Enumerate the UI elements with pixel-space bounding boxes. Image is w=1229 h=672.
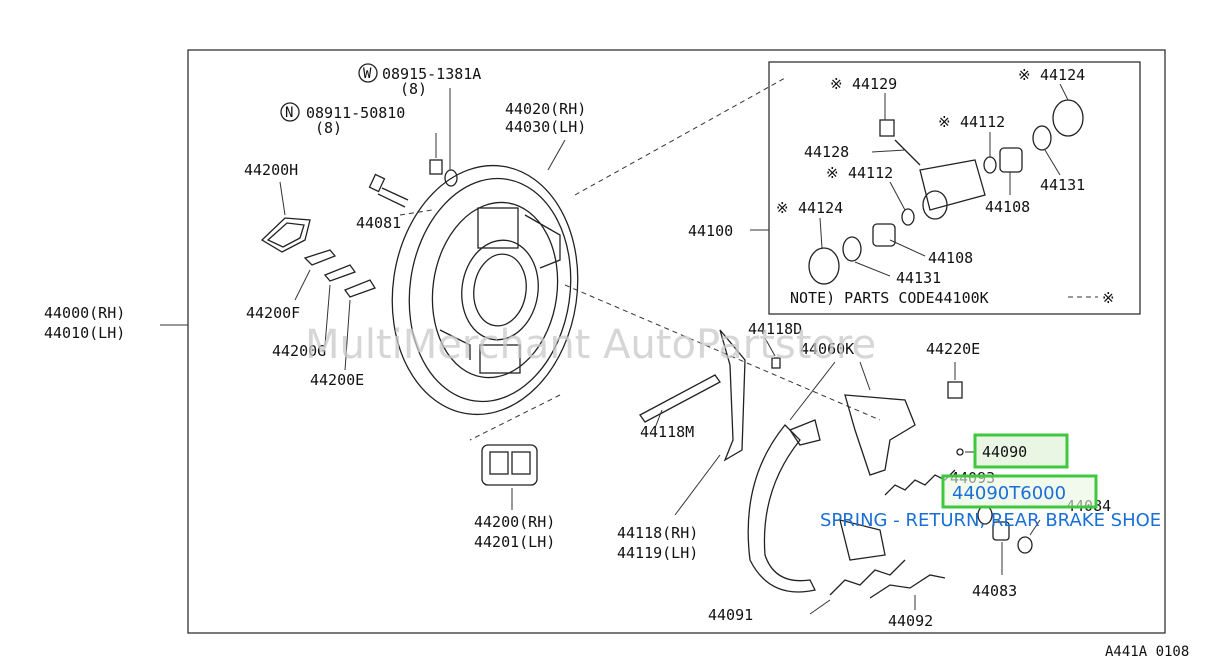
leader-44060k-a	[789, 361, 836, 421]
label-08911[interactable]: 08911-50810	[306, 104, 405, 122]
leader-44108b	[889, 239, 926, 257]
leader-44084	[1029, 519, 1041, 536]
label-44010[interactable]: 44010(LH)	[44, 324, 125, 342]
label-44131a[interactable]: 44131	[1040, 176, 1085, 194]
label-44124b[interactable]: 44124	[798, 199, 843, 217]
leader-44128	[871, 149, 906, 153]
label-44129[interactable]: 44129	[852, 75, 897, 93]
leader-44060k-b	[859, 361, 871, 391]
leader-44124a	[1059, 83, 1069, 101]
label-08915-qty: (8)	[400, 80, 427, 98]
gasket-44200h-drawing	[260, 217, 311, 253]
label-44201[interactable]: 44201(LH)	[474, 533, 555, 551]
leader-44118m	[654, 409, 663, 429]
label-44124a[interactable]: 44124	[1040, 66, 1085, 84]
label-08911-qty: (8)	[315, 119, 342, 137]
link-44118m-drawing	[639, 374, 721, 423]
label-44100[interactable]: 44100	[688, 222, 733, 240]
label-44119[interactable]: 44119(LH)	[617, 544, 698, 562]
nut-washer-drawing	[429, 159, 458, 187]
clip-44118d-drawing	[771, 357, 781, 369]
label-44118m[interactable]: 44118M	[640, 423, 694, 441]
spring-44092-drawing	[869, 574, 946, 599]
leader-44112b	[889, 181, 906, 211]
label-44220e[interactable]: 44220E	[926, 340, 980, 358]
reference-code: A441A 0108	[1105, 644, 1189, 660]
gasket-inner	[266, 222, 305, 248]
leader-44091	[809, 599, 831, 615]
nut-44220e-drawing	[947, 381, 963, 399]
bolt-44081-drawing	[368, 173, 409, 208]
label-44108b[interactable]: 44108	[928, 249, 973, 267]
leader-44131a	[1044, 149, 1061, 176]
label-44108a[interactable]: 44108	[985, 198, 1030, 216]
backing-plate-drawing	[391, 164, 579, 416]
label-44112a[interactable]: 44112	[960, 113, 1005, 131]
n-symbol	[280, 102, 300, 122]
asterisk-44112a: ※	[938, 113, 951, 131]
diagram-frame	[187, 49, 1166, 634]
asterisk-44129: ※	[830, 75, 843, 93]
link-44090t6000[interactable]: 44090T6000	[952, 483, 1066, 504]
dash-to-inset	[574, 77, 786, 196]
leader-44118	[674, 454, 721, 516]
brake-shoes-drawing	[747, 394, 916, 593]
wheel-cylinder-inset	[768, 61, 1141, 315]
label-44200g[interactable]: 44200G	[272, 342, 326, 360]
clips-drawing	[303, 249, 376, 298]
label-44128[interactable]: 44128	[804, 143, 849, 161]
n-symbol-letter: N	[285, 105, 293, 121]
watermark: MultiMerchant AutoPartstore	[305, 322, 876, 368]
label-44200e[interactable]: 44200E	[310, 371, 364, 389]
label-44131b[interactable]: 44131	[896, 269, 941, 287]
dash-to-shoe	[564, 284, 881, 421]
note-asterisk: ※	[1102, 289, 1115, 307]
w-symbol	[358, 63, 378, 83]
leader-44131b	[854, 261, 891, 277]
label-44091[interactable]: 44091	[708, 606, 753, 624]
leader-44200g	[324, 284, 331, 346]
part-description: SPRING - RETURN, REAR BRAKE SHOE	[820, 510, 1161, 531]
label-44112b[interactable]: 44112	[848, 164, 893, 182]
label-44030[interactable]: 44030(LH)	[505, 118, 586, 136]
leader-44020	[547, 139, 566, 171]
label-44000[interactable]: 44000(RH)	[44, 304, 125, 322]
label-44200f[interactable]: 44200F	[246, 304, 300, 322]
leader-44124b	[819, 217, 823, 249]
label-44081[interactable]: 44081	[356, 214, 401, 232]
highlight-box-44090t6000[interactable]	[941, 474, 1098, 509]
label-44200[interactable]: 44200(RH)	[474, 513, 555, 531]
leader-44200f	[294, 269, 311, 301]
label-44083[interactable]: 44083	[972, 582, 1017, 600]
dash-to-cylinder	[469, 394, 561, 441]
lever-44118-drawing	[719, 329, 746, 462]
leader-44200h	[279, 181, 286, 216]
note-text: NOTE) PARTS CODE44100K	[790, 289, 989, 307]
leader-44118d	[764, 337, 776, 357]
spring-44091-drawing	[829, 559, 906, 596]
highlight-box-44090[interactable]	[973, 433, 1069, 469]
label-44020[interactable]: 44020(RH)	[505, 100, 586, 118]
leader-44200e	[344, 299, 351, 371]
label-44090[interactable]: 44090	[982, 443, 1027, 461]
wheel-cylinder-44200-drawing	[481, 444, 538, 486]
asterisk-44124a: ※	[1018, 66, 1031, 84]
w-symbol-letter: W	[363, 66, 372, 82]
label-44200h[interactable]: 44200H	[244, 161, 298, 179]
asterisk-44112b: ※	[826, 164, 839, 182]
label-44092[interactable]: 44092	[888, 612, 933, 630]
label-08915[interactable]: 08915-1381A	[382, 65, 481, 83]
label-44118[interactable]: 44118(RH)	[617, 524, 698, 542]
label-44118d[interactable]: 44118D	[748, 320, 802, 338]
label-44060k[interactable]: 44060K	[800, 340, 854, 358]
asterisk-44124b: ※	[776, 199, 789, 217]
